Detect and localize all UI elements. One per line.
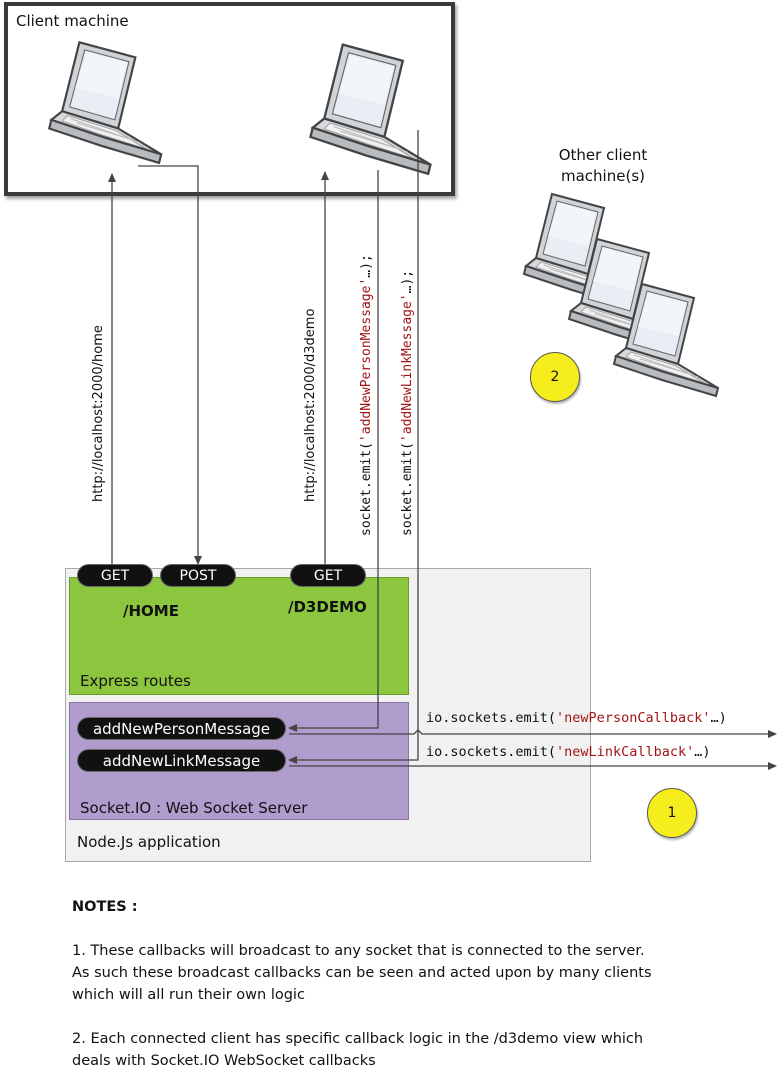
notes-title: NOTES : xyxy=(72,899,138,915)
route-d3demo: /D3DEMO xyxy=(288,598,367,616)
nodejs-application-label: Node.Js application xyxy=(77,833,221,851)
notes-section: NOTES : 1. These callbacks will broadcas… xyxy=(72,896,712,1072)
route-home: /HOME xyxy=(123,602,179,620)
post-home-pill: POST xyxy=(160,564,236,587)
get-d3demo-pill: GET xyxy=(290,564,366,587)
socketio-server-label: Socket.IO : Web Socket Server xyxy=(80,799,308,817)
d3demo-url-label: http://localhost:2000/d3demo xyxy=(303,308,318,502)
broadcast-person-label: io.sockets.emit('newPersonCallback'…) xyxy=(426,710,727,726)
emit-person-arrow xyxy=(288,170,379,732)
note-2: 2. Each connected client has specific ca… xyxy=(72,1031,644,1069)
note-1: 1. These callbacks will broadcast to any… xyxy=(72,943,652,1003)
home-url-label: http://localhost:2000/home xyxy=(91,325,106,502)
client-machine-label: Client machine xyxy=(16,12,129,30)
express-routes-box xyxy=(69,577,409,695)
handler-add-new-person: addNewPersonMessage xyxy=(77,717,286,740)
emit-link-arrow xyxy=(288,130,419,764)
emit-link-label: socket.emit('addNewLinkMessage'…); xyxy=(400,269,415,536)
broadcast-person-arrow xyxy=(289,729,777,738)
express-routes-label: Express routes xyxy=(80,672,191,690)
emit-person-label: socket.emit('addNewPersonMessage'…); xyxy=(359,254,374,536)
other-clients-label: Other client machine(s) xyxy=(558,146,648,185)
marker-1: 1 xyxy=(647,788,697,838)
marker-2: 2 xyxy=(530,352,580,402)
get-home-pill: GET xyxy=(77,564,153,587)
post-request-arrow xyxy=(138,165,202,565)
broadcast-link-label: io.sockets.emit('newLinkCallback'…) xyxy=(426,744,711,760)
handler-add-new-link: addNewLinkMessage xyxy=(77,749,286,772)
